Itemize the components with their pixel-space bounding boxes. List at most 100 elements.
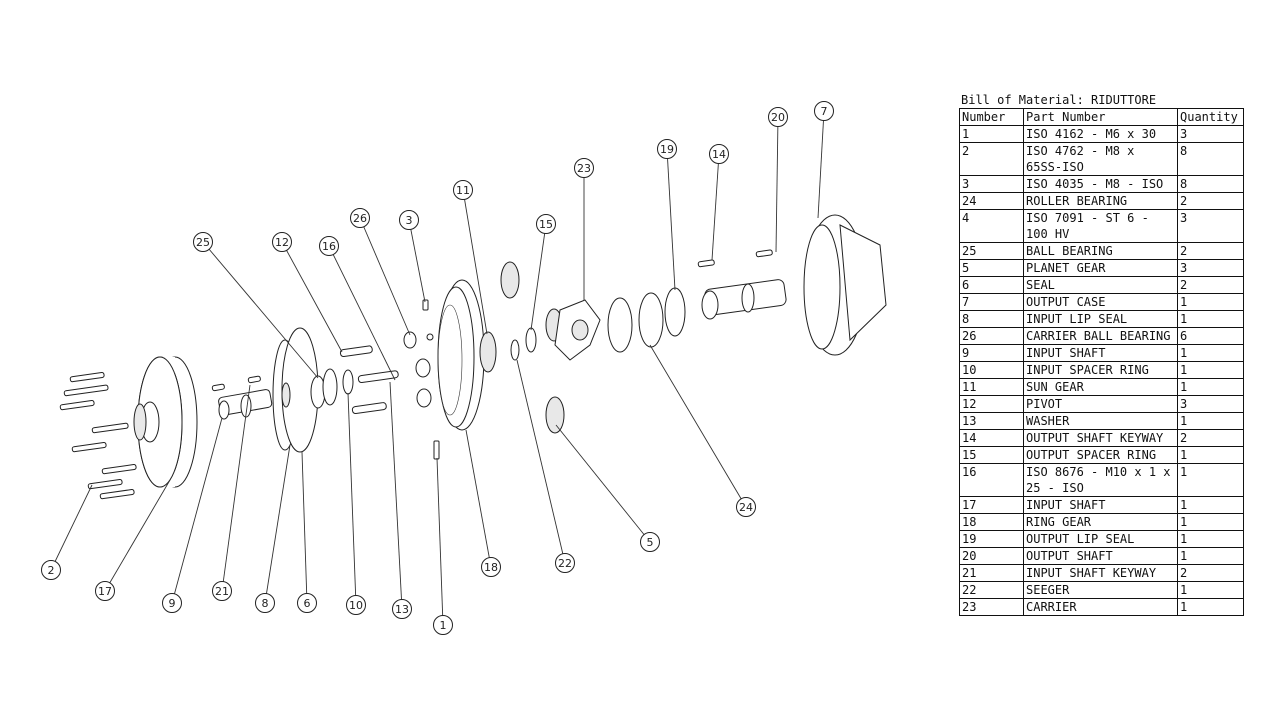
bom-cell-quantity: 2 bbox=[1177, 429, 1244, 447]
balloon-26: 26 bbox=[350, 208, 370, 228]
balloon-label: 10 bbox=[349, 599, 363, 612]
balloon-label: 5 bbox=[647, 536, 654, 549]
balloon-15: 15 bbox=[536, 214, 556, 234]
bom-title: Bill of Material: RIDUTTORE bbox=[961, 93, 1157, 107]
balloon-21: 21 bbox=[212, 581, 232, 601]
balloon-16: 16 bbox=[319, 236, 339, 256]
balloon-circle bbox=[392, 599, 412, 619]
bom-cell-number: 6 bbox=[959, 276, 1024, 294]
balloon-label: 12 bbox=[275, 236, 289, 249]
bom-cell-quantity: 8 bbox=[1177, 142, 1244, 176]
bom-cell-quantity: 1 bbox=[1177, 412, 1244, 430]
balloon-label: 17 bbox=[98, 585, 112, 598]
bom-cell-quantity: 3 bbox=[1177, 209, 1244, 243]
balloon-circle bbox=[433, 615, 453, 635]
bom-header-quantity: Quantity bbox=[1177, 108, 1244, 126]
bom-cell-part-number: OUTPUT SHAFT KEYWAY bbox=[1023, 429, 1178, 447]
bom-cell-number: 17 bbox=[959, 496, 1024, 514]
bom-cell-quantity: 6 bbox=[1177, 327, 1244, 345]
bom-cell-number: 19 bbox=[959, 530, 1024, 548]
balloon-8: 8 bbox=[255, 593, 275, 613]
bom-cell-part-number: RING GEAR bbox=[1023, 513, 1178, 531]
bom-cell-number: 7 bbox=[959, 293, 1024, 311]
bom-cell-number: 2 bbox=[959, 142, 1024, 176]
bom-cell-quantity: 1 bbox=[1177, 293, 1244, 311]
bom-cell-number: 20 bbox=[959, 547, 1024, 565]
bom-cell-part-number: INPUT SHAFT KEYWAY bbox=[1023, 564, 1178, 582]
bom-cell-number: 5 bbox=[959, 259, 1024, 277]
balloon-label: 26 bbox=[353, 212, 367, 225]
part-bolts-2 bbox=[59, 372, 137, 500]
bom-cell-part-number: ISO 7091 - ST 6 - 100 HV bbox=[1023, 209, 1178, 243]
balloon-20: 20 bbox=[768, 107, 788, 127]
bom-cell-number: 23 bbox=[959, 598, 1024, 616]
balloon-circle bbox=[346, 595, 366, 615]
balloon-circle bbox=[481, 557, 501, 577]
balloon-circle bbox=[814, 101, 834, 121]
bom-cell-number: 15 bbox=[959, 446, 1024, 464]
bom-cell-quantity: 1 bbox=[1177, 361, 1244, 379]
balloon-label: 3 bbox=[406, 214, 413, 227]
balloon-label: 2 bbox=[48, 564, 55, 577]
bom-cell-number: 24 bbox=[959, 192, 1024, 210]
bom-header-part-number: Part Number bbox=[1023, 108, 1178, 126]
balloon-circle bbox=[319, 236, 339, 256]
bom-cell-part-number: INPUT SHAFT bbox=[1023, 496, 1178, 514]
balloon-label: 6 bbox=[304, 597, 311, 610]
balloon-label: 25 bbox=[196, 236, 210, 249]
bom-cell-quantity: 1 bbox=[1177, 530, 1244, 548]
balloon-label: 21 bbox=[215, 585, 229, 598]
bom-cell-quantity: 2 bbox=[1177, 276, 1244, 294]
balloon-14: 14 bbox=[709, 144, 729, 164]
bom-cell-quantity: 1 bbox=[1177, 496, 1244, 514]
bom-cell-part-number: PIVOT bbox=[1023, 395, 1178, 413]
bom-cell-part-number: ISO 4162 - M6 x 30 bbox=[1023, 125, 1178, 143]
bom-cell-quantity: 2 bbox=[1177, 242, 1244, 260]
balloon-label: 8 bbox=[262, 597, 269, 610]
balloon-circle bbox=[574, 158, 594, 178]
balloon-circle bbox=[768, 107, 788, 127]
bom-cell-quantity: 1 bbox=[1177, 598, 1244, 616]
bom-cell-part-number: SEEGER bbox=[1023, 581, 1178, 599]
balloon-circle bbox=[736, 497, 756, 517]
bom-cell-quantity: 2 bbox=[1177, 192, 1244, 210]
bom-cell-part-number: INPUT LIP SEAL bbox=[1023, 310, 1178, 328]
balloon-18: 18 bbox=[481, 557, 501, 577]
balloon-3: 3 bbox=[399, 210, 419, 230]
balloon-label: 11 bbox=[456, 184, 470, 197]
part-input-case-17 bbox=[133, 356, 198, 488]
bom-cell-number: 4 bbox=[959, 209, 1024, 243]
bom-cell-quantity: 1 bbox=[1177, 513, 1244, 531]
bom-cell-part-number: INPUT SPACER RING bbox=[1023, 361, 1178, 379]
bom-cell-quantity: 2 bbox=[1177, 564, 1244, 582]
balloon-circle bbox=[212, 581, 232, 601]
bom-cell-number: 16 bbox=[959, 463, 1024, 497]
balloon-label: 15 bbox=[539, 218, 553, 231]
part-carrier-23 bbox=[554, 299, 601, 361]
balloon-circle bbox=[255, 593, 275, 613]
balloon-label: 16 bbox=[322, 240, 336, 253]
balloon-circle bbox=[41, 560, 61, 580]
bom-cell-number: 25 bbox=[959, 242, 1024, 260]
balloon-circle bbox=[640, 532, 660, 552]
bom-cell-part-number: OUTPUT SPACER RING bbox=[1023, 446, 1178, 464]
balloon-label: 23 bbox=[577, 162, 591, 175]
bom-cell-part-number: BALL BEARING bbox=[1023, 242, 1178, 260]
bom-cell-number: 21 bbox=[959, 564, 1024, 582]
balloon-13: 13 bbox=[392, 599, 412, 619]
